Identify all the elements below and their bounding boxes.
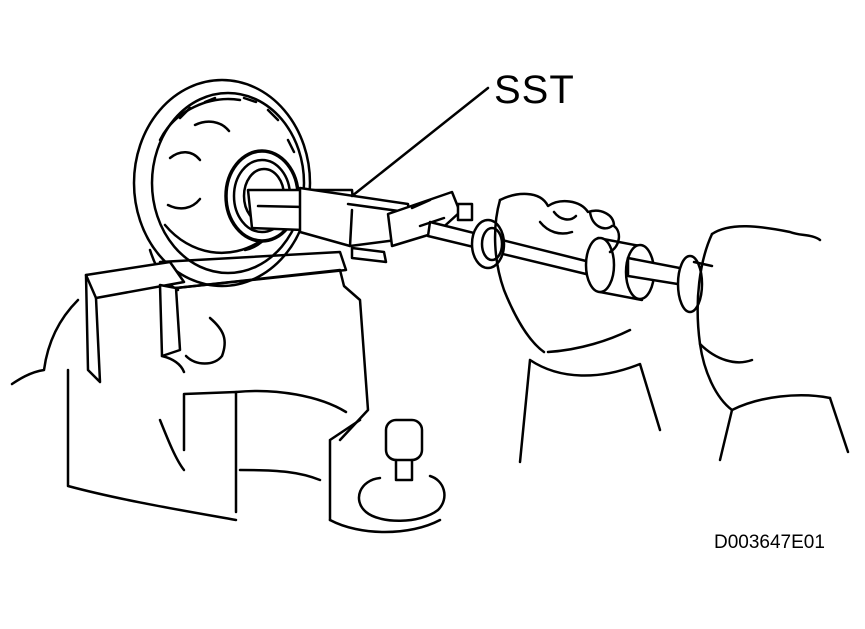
sst-leader-line bbox=[352, 88, 488, 196]
figure-code: D003647E01 bbox=[714, 532, 825, 553]
sst-label: SST bbox=[494, 68, 575, 112]
bench-vise bbox=[12, 252, 444, 532]
slide-hammer bbox=[248, 188, 712, 312]
hand bbox=[495, 194, 848, 462]
